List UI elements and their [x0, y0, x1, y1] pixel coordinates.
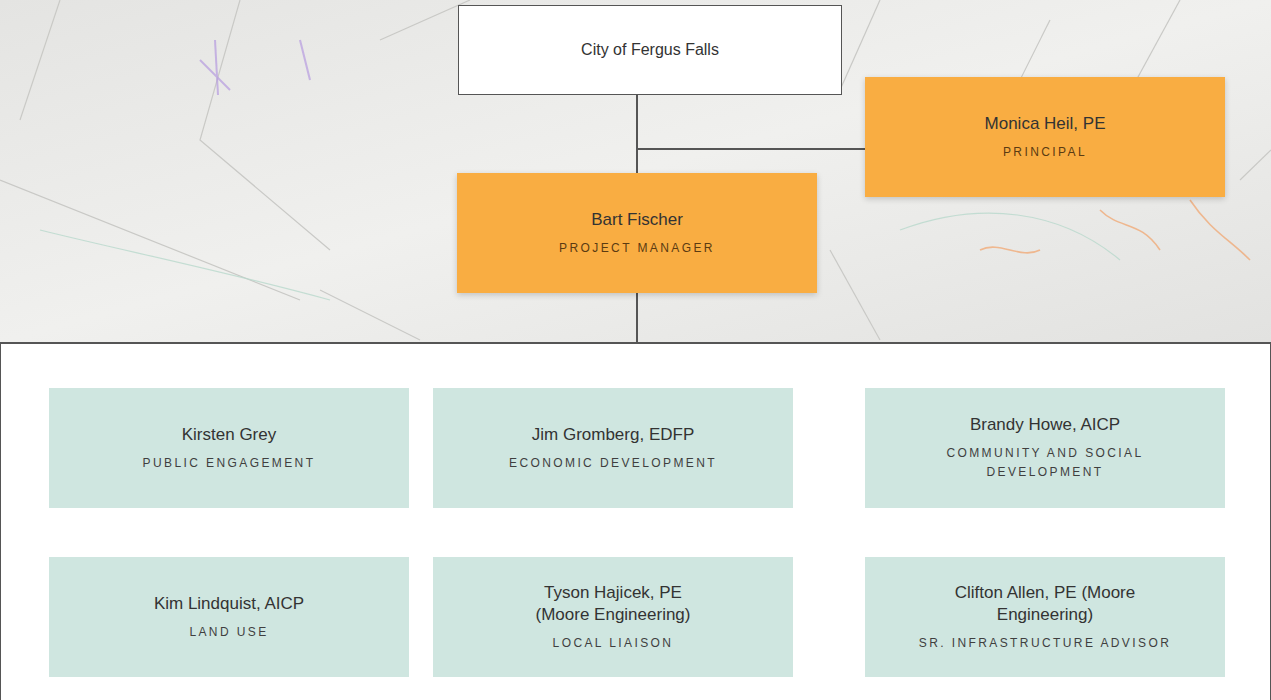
- person-name: Monica Heil, PE: [985, 113, 1106, 135]
- person-name: Brandy Howe, AICP: [970, 414, 1120, 436]
- team-box: Jim Gromberg, EDFP ECONOMIC DEVELOPMENT: [433, 388, 793, 508]
- client-box: City of Fergus Falls: [458, 5, 842, 95]
- team-box: Kim Lindquist, AICP LAND USE: [49, 557, 409, 677]
- connector-line: [636, 293, 638, 342]
- role-title: PUBLIC ENGAGEMENT: [143, 454, 316, 473]
- team-box: Kirsten GreyPUBLIC ENGAGEMENT: [49, 388, 409, 508]
- person-name: Kim Lindquist, AICP: [154, 593, 304, 615]
- connector-line: [637, 95, 865, 149]
- team-box: Clifton Allen, PE (Moore Engineering) SR.…: [865, 557, 1225, 677]
- person-name: City of Fergus Falls: [581, 41, 719, 59]
- principal-box: Monica Heil, PE PRINCIPAL: [865, 77, 1225, 197]
- team-box: Brandy Howe, AICP COMMUNITY AND SOCIAL DE…: [865, 388, 1225, 508]
- role-title: PRINCIPAL: [1003, 143, 1087, 162]
- role-title: ECONOMIC DEVELOPMENT: [509, 454, 717, 473]
- role-title: LOCAL LIAISON: [553, 634, 674, 653]
- team-frame: Kirsten GreyPUBLIC ENGAGEMENTJim Gromber…: [0, 342, 1271, 700]
- role-title: COMMUNITY AND SOCIAL DEVELOPMENT: [895, 444, 1195, 481]
- role-title: PROJECT MANAGER: [559, 239, 715, 258]
- person-name: Tyson Hajicek, PE (Moore Engineering): [518, 582, 708, 626]
- team-box: Tyson Hajicek, PE (Moore Engineering) LOC…: [433, 557, 793, 677]
- person-name: Kirsten Grey: [182, 424, 276, 446]
- person-name: Bart Fischer: [591, 209, 683, 231]
- role-title: SR. INFRASTRUCTURE ADVISOR: [919, 634, 1171, 653]
- person-name: Jim Gromberg, EDFP: [532, 424, 694, 446]
- person-name: Clifton Allen, PE (Moore Engineering): [950, 582, 1140, 626]
- role-title: LAND USE: [189, 623, 268, 642]
- manager-box: Bart FischerPROJECT MANAGER: [457, 173, 817, 293]
